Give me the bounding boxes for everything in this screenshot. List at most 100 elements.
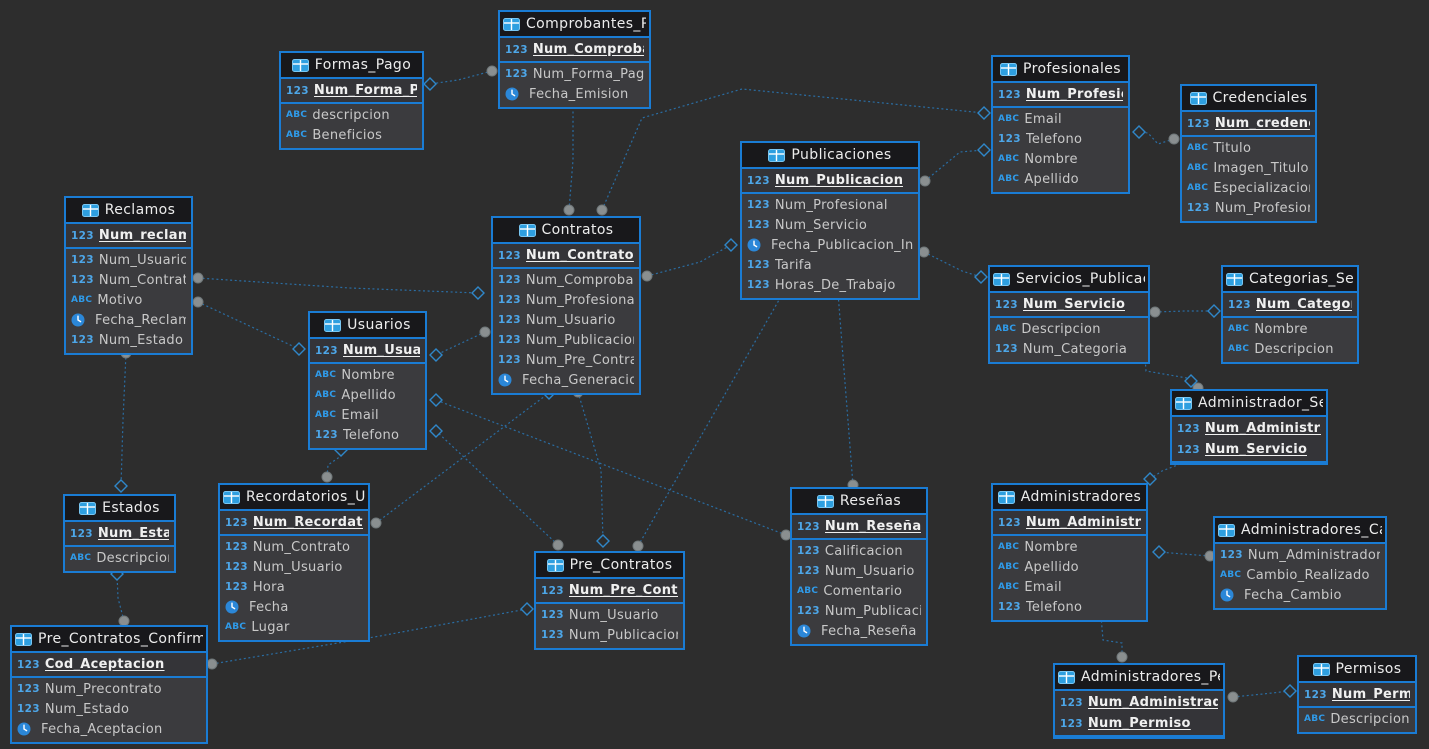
connector-publicaciones-profesionales[interactable] bbox=[924, 149, 985, 182]
column-row[interactable]: 123 Num_Usuario bbox=[66, 250, 191, 270]
column-row[interactable]: Fecha_Cambio bbox=[1215, 585, 1385, 605]
column-row[interactable]: 123 Num_Profesional bbox=[493, 290, 639, 310]
column-row[interactable]: 123 Num_Pre_Contrato bbox=[493, 350, 639, 370]
column-row[interactable]: ABC Nombre bbox=[993, 149, 1128, 169]
column-row[interactable]: 123 Num_Reseña bbox=[792, 516, 926, 537]
connector-resenas-publicaciones[interactable] bbox=[837, 292, 854, 486]
column-row[interactable]: 123 Telefono bbox=[993, 597, 1146, 617]
connector-adminservi-servicios-b[interactable] bbox=[1144, 356, 1188, 379]
column-row[interactable]: Fecha_Reseña bbox=[792, 621, 926, 641]
table-header[interactable]: Reclamos bbox=[66, 198, 191, 224]
table-header[interactable]: Credenciales bbox=[1182, 86, 1315, 112]
table-header[interactable]: Administrador_Servi bbox=[1172, 391, 1326, 417]
column-row[interactable]: 123 Num_Administrador bbox=[1055, 692, 1223, 713]
column-row[interactable]: 123 Num_Servicio bbox=[990, 294, 1148, 315]
table-header[interactable]: Permisos bbox=[1299, 657, 1415, 683]
connector-recordatorios-usuarios[interactable] bbox=[326, 450, 342, 478]
connector-contratos-comprobantes[interactable] bbox=[568, 107, 574, 211]
table-categorias_servicio[interactable]: Categorias_Servic 123 Num_Categoria ABC … bbox=[1221, 265, 1359, 364]
connector-reclamos-usuarios[interactable] bbox=[197, 301, 300, 350]
table-profesionales[interactable]: Profesionales 123 Num_Profesional ABC Em… bbox=[991, 55, 1130, 194]
column-row[interactable]: 123 Telefono bbox=[993, 129, 1128, 149]
column-row[interactable]: 123 Num_Publicacion bbox=[792, 601, 926, 621]
column-row[interactable]: 123 Hora bbox=[220, 577, 368, 597]
table-header[interactable]: Reseñas bbox=[792, 489, 926, 515]
column-row[interactable]: 123 Tarifa bbox=[742, 255, 918, 275]
column-row[interactable]: ABC Comentario bbox=[792, 581, 926, 601]
column-row[interactable]: ABC Descripcion bbox=[990, 319, 1148, 339]
column-row[interactable]: 123 Num_Permiso bbox=[1055, 713, 1223, 734]
column-row[interactable]: 123 Num_Publicacion bbox=[493, 330, 639, 350]
column-row[interactable]: Fecha bbox=[220, 597, 368, 617]
column-row[interactable]: 123 Num_Servicio bbox=[1172, 439, 1326, 460]
table-resenas[interactable]: Reseñas 123 Num_Reseña 123 Calificacion … bbox=[790, 487, 928, 646]
column-row[interactable]: Fecha_Generacion bbox=[493, 370, 639, 390]
column-row[interactable]: ABC Nombre bbox=[993, 537, 1146, 557]
column-row[interactable]: 123 Num_Categoria bbox=[1223, 294, 1357, 315]
connector-precontratos-publicaciones[interactable] bbox=[637, 292, 784, 547]
connector-credenciales-profesionales[interactable] bbox=[1138, 131, 1175, 145]
table-header[interactable]: Publicaciones bbox=[742, 143, 918, 169]
column-row[interactable]: 123 Num_credencial bbox=[1182, 113, 1315, 134]
column-row[interactable]: ABC Titulo bbox=[1182, 138, 1315, 158]
column-row[interactable]: 123 Num_Publicacion bbox=[536, 625, 683, 645]
connector-contratos-precontratos[interactable] bbox=[577, 391, 604, 542]
column-row[interactable]: 123 Num_Estado bbox=[12, 699, 206, 719]
table-header[interactable]: Administradores bbox=[993, 485, 1146, 511]
table-header[interactable]: Servicios_Publicacio bbox=[990, 267, 1148, 293]
column-row[interactable]: ABC Nombre bbox=[1223, 319, 1357, 339]
table-header[interactable]: Administradores_Perm bbox=[1055, 665, 1223, 691]
connector-admincambios-administradores[interactable] bbox=[1158, 551, 1211, 557]
connector-confirmacion-precontratos[interactable] bbox=[211, 608, 528, 665]
table-permisos[interactable]: Permisos 123 Num_Permiso ABC Descripcion bbox=[1297, 655, 1417, 734]
column-row[interactable]: ABC Especializacion bbox=[1182, 178, 1315, 198]
connector-adminpermisos-administradores[interactable] bbox=[1100, 615, 1123, 657]
column-row[interactable]: 123 Num_Usuario bbox=[792, 561, 926, 581]
connector-recordatorios-contratos[interactable] bbox=[375, 392, 550, 524]
table-administradores_cambios[interactable]: Administradores_Caml 123 Num_Administrad… bbox=[1213, 516, 1387, 610]
column-row[interactable]: ABC Apellido bbox=[993, 557, 1146, 577]
column-row[interactable]: 123 Num_Administrador bbox=[1215, 545, 1385, 565]
connector-resenas-usuarios[interactable] bbox=[435, 399, 787, 536]
table-header[interactable]: Pre_Contratos bbox=[536, 553, 683, 579]
table-header[interactable]: Estados bbox=[65, 496, 174, 522]
column-row[interactable]: 123 Num_Recordatorio bbox=[220, 512, 368, 533]
connector-contratos-usuarios[interactable] bbox=[435, 331, 486, 356]
table-publicaciones[interactable]: Publicaciones 123 Num_Publicacion 123 Nu… bbox=[740, 141, 920, 300]
column-row[interactable]: ABC Beneficios bbox=[281, 125, 422, 145]
column-row[interactable]: 123 Num_Comprobante bbox=[493, 270, 639, 290]
column-row[interactable]: Fecha_Reclamo bbox=[66, 310, 191, 330]
table-header[interactable]: Formas_Pago bbox=[281, 53, 422, 79]
table-header[interactable]: Contratos bbox=[493, 218, 639, 244]
column-row[interactable]: 123 Num_Usuario bbox=[310, 340, 425, 361]
connector-publicaciones-servicios[interactable] bbox=[923, 251, 982, 278]
column-row[interactable]: ABC Email bbox=[993, 577, 1146, 597]
column-row[interactable]: 123 Num_Estado bbox=[66, 330, 191, 350]
column-row[interactable]: ABC Cambio_Realizado bbox=[1215, 565, 1385, 585]
table-pre_contratos_confirmacion[interactable]: Pre_Contratos_Confirmaci 123 Cod_Aceptac… bbox=[10, 625, 208, 744]
table-contratos[interactable]: Contratos 123 Num_Contrato 123 Num_Compr… bbox=[491, 216, 641, 395]
table-administrador_servicios[interactable]: Administrador_Servi 123 Num_Administrado… bbox=[1170, 389, 1328, 465]
column-row[interactable]: 123 Num_Servicio bbox=[742, 215, 918, 235]
column-row[interactable]: ABC Lugar bbox=[220, 617, 368, 637]
table-servicios_publicacion[interactable]: Servicios_Publicacio 123 Num_Servicio AB… bbox=[988, 265, 1150, 364]
column-row[interactable]: 123 Num_Contrato bbox=[66, 270, 191, 290]
column-row[interactable]: 123 Num_reclamo bbox=[66, 225, 191, 246]
connector-adminpermisos-permisos[interactable] bbox=[1232, 690, 1291, 698]
table-pre_contratos[interactable]: Pre_Contratos 123 Num_Pre_Contrato 123 N… bbox=[534, 551, 685, 650]
connector-comprobantes-formas[interactable] bbox=[429, 70, 493, 85]
connector-reclamos-contratos[interactable] bbox=[197, 277, 479, 294]
column-row[interactable]: 123 Calificacion bbox=[792, 541, 926, 561]
column-row[interactable]: ABC Apellido bbox=[310, 385, 425, 405]
table-administradores_permisos[interactable]: Administradores_Perm 123 Num_Administrad… bbox=[1053, 663, 1225, 739]
column-row[interactable]: 123 Num_Usuario bbox=[220, 557, 368, 577]
table-header[interactable]: Pre_Contratos_Confirmaci bbox=[12, 627, 206, 653]
table-header[interactable]: Comprobantes_Pag bbox=[500, 12, 649, 38]
column-row[interactable]: Fecha_Emision bbox=[500, 84, 649, 104]
column-row[interactable]: 123 Num_Usuario bbox=[493, 310, 639, 330]
connector-precontratos-usuarios[interactable] bbox=[435, 430, 559, 546]
column-row[interactable]: ABC Email bbox=[993, 109, 1128, 129]
column-row[interactable]: Fecha_Aceptacion bbox=[12, 719, 206, 739]
table-comprobantes_pago[interactable]: Comprobantes_Pag 123 Num_Comprobante 123… bbox=[498, 10, 651, 109]
